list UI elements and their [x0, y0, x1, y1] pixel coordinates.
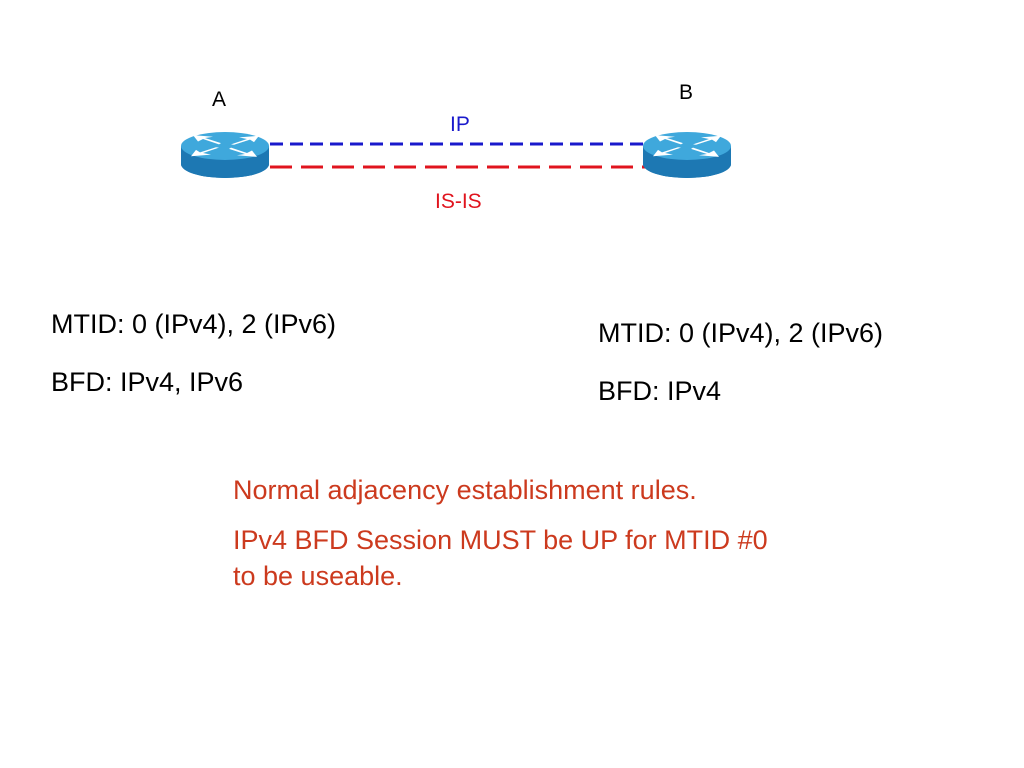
note-line-2: IPv4 BFD Session MUST be UP for MTID #0 …: [233, 525, 768, 591]
router-b-mtid: MTID: 0 (IPv4), 2 (IPv6): [598, 318, 884, 348]
router-a-info: MTID: 0 (IPv4), 2 (IPv6) BFD: IPv4, IPv6: [51, 311, 336, 396]
router-b-label: B: [679, 81, 694, 104]
router-a-icon: [181, 132, 269, 178]
router-a-bfd: BFD: IPv4, IPv6: [51, 367, 244, 397]
adjacency-note: Normal adjacency establishment rules. IP…: [233, 472, 793, 594]
router-b-bfd: BFD: IPv4: [598, 376, 722, 406]
ip-link-label: IP: [450, 113, 470, 136]
network-diagram: [181, 132, 731, 178]
router-a-mtid: MTID: 0 (IPv4), 2 (IPv6): [51, 309, 337, 339]
router-a-label: A: [212, 88, 227, 111]
isis-link-label: IS-IS: [435, 190, 482, 213]
note-line-1: Normal adjacency establishment rules.: [233, 475, 697, 505]
router-b-info: MTID: 0 (IPv4), 2 (IPv6) BFD: IPv4: [598, 320, 883, 405]
router-b-icon: [643, 132, 731, 178]
